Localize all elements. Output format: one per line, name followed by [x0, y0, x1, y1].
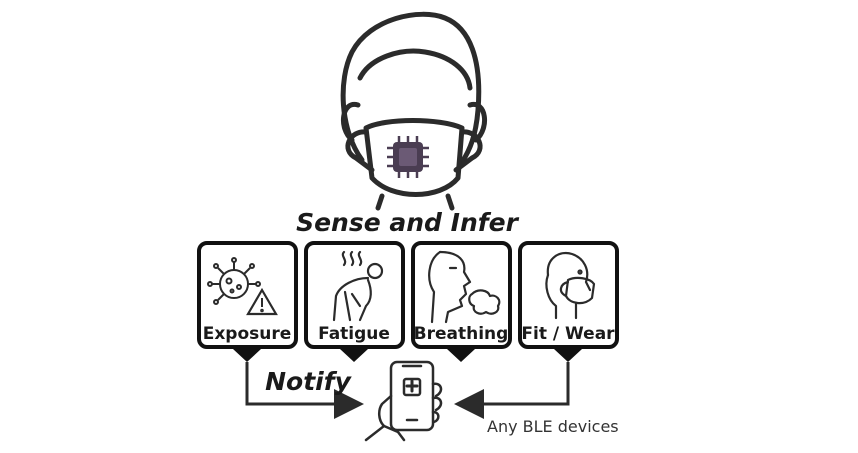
- card-breathing: Breathing: [411, 241, 512, 362]
- fatigued-person-icon: [332, 250, 384, 322]
- ble-connector: [454, 362, 570, 419]
- card-label: Fatigue: [318, 324, 390, 344]
- virus-warning-icon: [207, 257, 278, 316]
- card-label: Breathing: [414, 324, 509, 344]
- phone-medical-icon: [364, 360, 443, 442]
- sense-infer-heading: Sense and Infer: [296, 208, 519, 237]
- card-fit-wear: Fit / Wear: [518, 241, 619, 362]
- ble-devices-label: Any BLE devices: [487, 417, 619, 436]
- breathing-face-icon: [428, 250, 501, 324]
- card-fatigue: Fatigue: [304, 241, 405, 362]
- notify-connector: [245, 362, 364, 419]
- card-label: Exposure: [203, 324, 292, 344]
- card-label: Fit / Wear: [521, 324, 615, 344]
- mask-fit-icon: [545, 251, 596, 320]
- microchip-icon: [387, 136, 429, 178]
- masked-head-icon: [340, 11, 487, 211]
- notify-label: Notify: [265, 367, 352, 396]
- card-exposure: Exposure: [197, 241, 298, 362]
